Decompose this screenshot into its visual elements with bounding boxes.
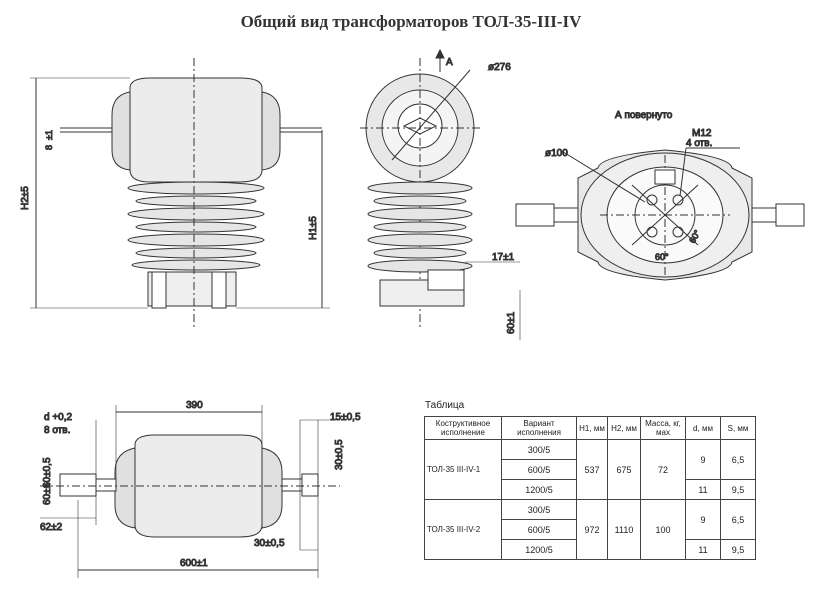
angle-60a-label: 60°: [655, 252, 669, 262]
s-cell: 6,5: [720, 439, 756, 480]
header-cell: Коструктивное исполнение: [424, 416, 502, 440]
header-cell: S, мм: [720, 416, 756, 440]
dia-100-label: ø100: [545, 148, 568, 159]
d-cell: 11: [685, 479, 721, 500]
h2-cell: 675: [607, 439, 641, 500]
design-cell: ТОЛ-35 III-IV-1: [424, 439, 502, 500]
dia-276-label: ø276: [488, 62, 511, 73]
holes-8-label: 8 отв.: [44, 425, 70, 436]
variant-cell: 1200/5: [501, 539, 577, 560]
dim-600-label: 600±1: [180, 558, 208, 569]
dim-60-1-label: 60±1: [42, 482, 53, 505]
table-row: ТОЛ-35 III-IV-1 300/5 537 675 72 9 6,5: [424, 439, 756, 500]
holes-4-label: 4 отв.: [686, 138, 712, 149]
top-view: [40, 405, 340, 578]
tol-8-label: 8: [44, 145, 54, 150]
s-cell: 9,5: [720, 479, 756, 500]
mass-cell: 100: [640, 499, 686, 560]
h1-cell: 972: [576, 499, 608, 560]
header-cell: d, мм: [685, 416, 721, 440]
rotated-view: [515, 147, 805, 281]
mass-cell: 72: [640, 439, 686, 500]
variant-cell: 1200/5: [501, 479, 577, 500]
drawing-title: Общий вид трансформаторов ТОЛ-35-III-IV: [240, 12, 582, 31]
dim-60-label: 60±1: [506, 311, 517, 334]
view-a-rotated-label: А повернуто: [615, 110, 673, 121]
dim-30v-label: 30±0,5: [334, 439, 345, 470]
h2-label: Н2±5: [20, 186, 31, 210]
side-view: [360, 48, 521, 340]
view-a-label: A: [446, 57, 453, 68]
dim-30h-label: 30±0,5: [254, 538, 285, 549]
variant-cell: 300/5: [501, 439, 577, 460]
dim-60-05-label: 60±0,5: [42, 457, 53, 488]
tol-pm1-label: ±1: [44, 130, 54, 140]
header-cell: Н2, мм: [607, 416, 641, 440]
table-row: 1200/5 11 9,5: [425, 539, 756, 560]
spec-table: Коструктивное исполнение Вариант исполне…: [424, 416, 756, 560]
variant-cell: 300/5: [501, 499, 577, 520]
header-cell: Масса, кг, мах: [640, 416, 686, 440]
d-cell: 9: [685, 499, 721, 540]
h1-cell: 537: [576, 439, 608, 500]
header-cell: Вариант исполнения: [501, 416, 577, 440]
d-cell: 9: [685, 439, 721, 480]
h1-label: Н1±5: [308, 216, 319, 240]
table-row: ТОЛ-35 III-IV-2 300/5 972 1110 100 9 6,5: [424, 499, 756, 560]
dim-17-label: 17±1: [492, 252, 515, 263]
dim-15-label: 15±0,5: [330, 412, 361, 423]
table-header-row: Коструктивное исполнение Вариант исполне…: [424, 416, 756, 440]
table-caption: Таблица: [425, 400, 465, 411]
h2-cell: 1110: [607, 499, 641, 560]
dim-390-label: 390: [186, 400, 203, 411]
front-view: [30, 58, 330, 330]
design-cell: ТОЛ-35 III-IV-2: [424, 499, 502, 560]
d-cell: 11: [685, 539, 721, 560]
dim-62-label: 62±2: [40, 522, 63, 533]
s-cell: 9,5: [720, 539, 756, 560]
dim-d-label: d +0,2: [44, 412, 73, 423]
variant-cell: 600/5: [501, 459, 577, 480]
header-cell: Н1, мм: [576, 416, 608, 440]
variant-cell: 600/5: [501, 519, 577, 540]
s-cell: 6,5: [720, 499, 756, 540]
m12-label: M12: [692, 128, 712, 139]
